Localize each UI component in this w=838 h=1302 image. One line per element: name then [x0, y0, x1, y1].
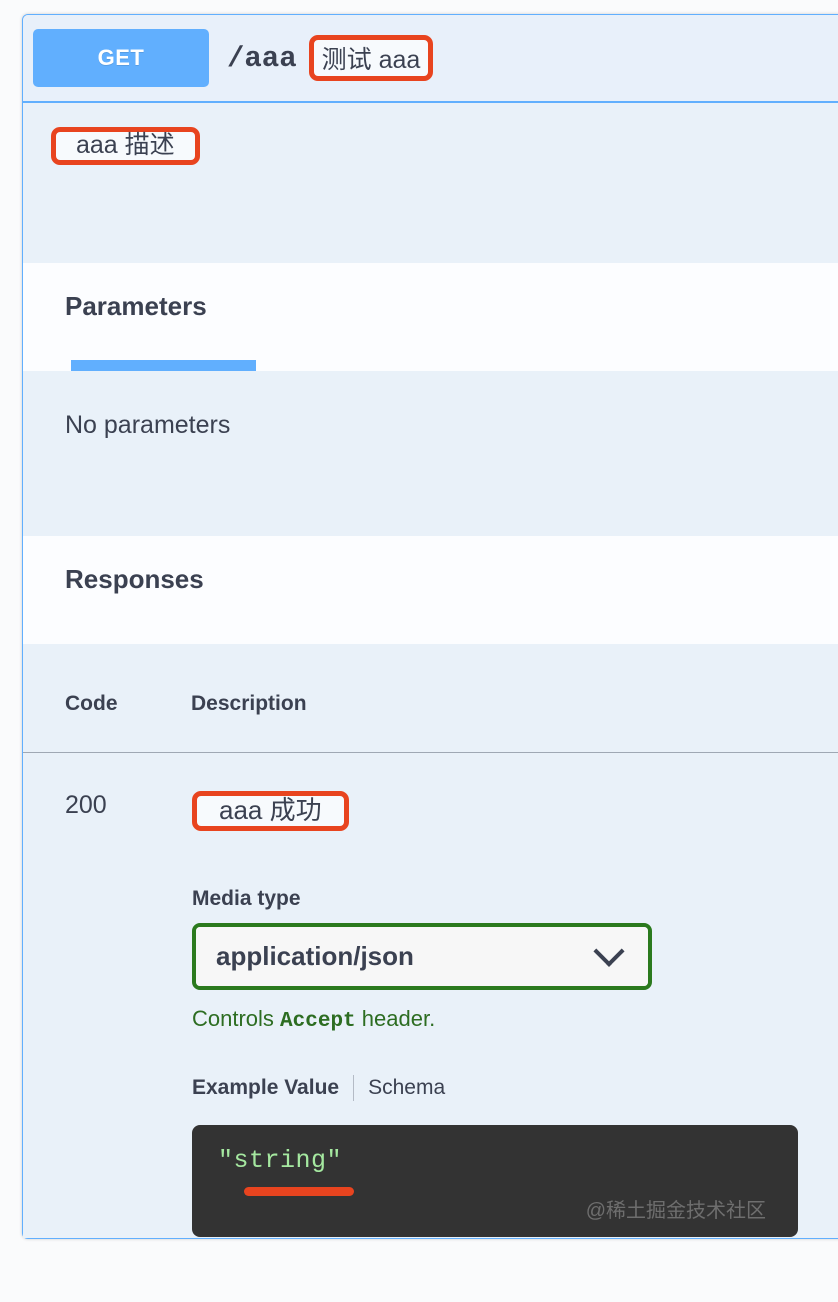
column-header-code: Code — [23, 692, 191, 753]
operation-block: GET /aaa 测试 aaa aaa 描述 Parameters No par… — [22, 14, 838, 1239]
controls-accept-prefix: Controls — [192, 1006, 281, 1031]
controls-accept-suffix: header. — [355, 1006, 436, 1031]
operation-summary-text: 测试 aaa — [321, 46, 421, 74]
example-code-text: "string" — [218, 1146, 343, 1175]
annotation-box-description: aaa 描述 — [51, 127, 200, 165]
controls-accept-code: Accept — [280, 1010, 356, 1033]
media-type-select[interactable]: application/json — [196, 927, 648, 986]
parameters-active-underline — [71, 360, 256, 371]
response-code: 200 — [65, 791, 107, 819]
column-header-description: Description — [191, 692, 838, 753]
parameters-section-body: No parameters — [23, 371, 838, 536]
responses-title: Responses — [65, 564, 204, 594]
annotation-box-media-type: application/json — [192, 923, 652, 990]
responses-section-body: Code Description 200 aaa 成功 — [23, 644, 838, 1238]
http-method-badge[interactable]: GET — [33, 29, 209, 87]
annotation-box-summary: 测试 aaa — [308, 35, 434, 81]
operation-description-text: aaa 描述 — [76, 131, 175, 159]
response-details-cell: aaa 成功 Media type application/json — [191, 753, 838, 1239]
response-description-text: aaa 成功 — [219, 795, 322, 825]
parameters-title: Parameters — [65, 291, 207, 321]
operation-summary-row[interactable]: GET /aaa 测试 aaa — [23, 15, 838, 103]
example-value-code-block[interactable]: "string" @稀土掘金技术社区 — [192, 1125, 798, 1237]
media-type-value: application/json — [216, 941, 414, 971]
example-schema-tabs: Example Value Schema — [192, 1075, 838, 1101]
operation-description-area: aaa 描述 — [23, 103, 838, 263]
table-row: 200 aaa 成功 Media type application/json — [23, 753, 838, 1239]
annotation-border-response: aaa 成功 — [192, 791, 349, 831]
annotation-box-response-description: aaa 成功 — [192, 791, 838, 831]
tab-schema[interactable]: Schema — [368, 1076, 446, 1099]
tab-divider — [353, 1075, 355, 1101]
tab-example-value[interactable]: Example Value — [192, 1076, 340, 1099]
chevron-down-icon — [593, 935, 625, 967]
operation-path: /aaa — [227, 41, 297, 75]
controls-accept-note: Controls Accept header. — [192, 1006, 838, 1033]
watermark-text: @稀土掘金技术社区 — [585, 1200, 766, 1222]
media-type-label: Media type — [192, 887, 301, 910]
responses-table-header-row: Code Description — [23, 692, 838, 753]
responses-table: Code Description 200 aaa 成功 — [23, 692, 838, 1238]
no-parameters-text: No parameters — [65, 411, 231, 439]
parameters-section-header: Parameters — [23, 263, 838, 371]
annotation-underline-string — [244, 1186, 354, 1196]
responses-section-header: Responses — [23, 536, 838, 644]
